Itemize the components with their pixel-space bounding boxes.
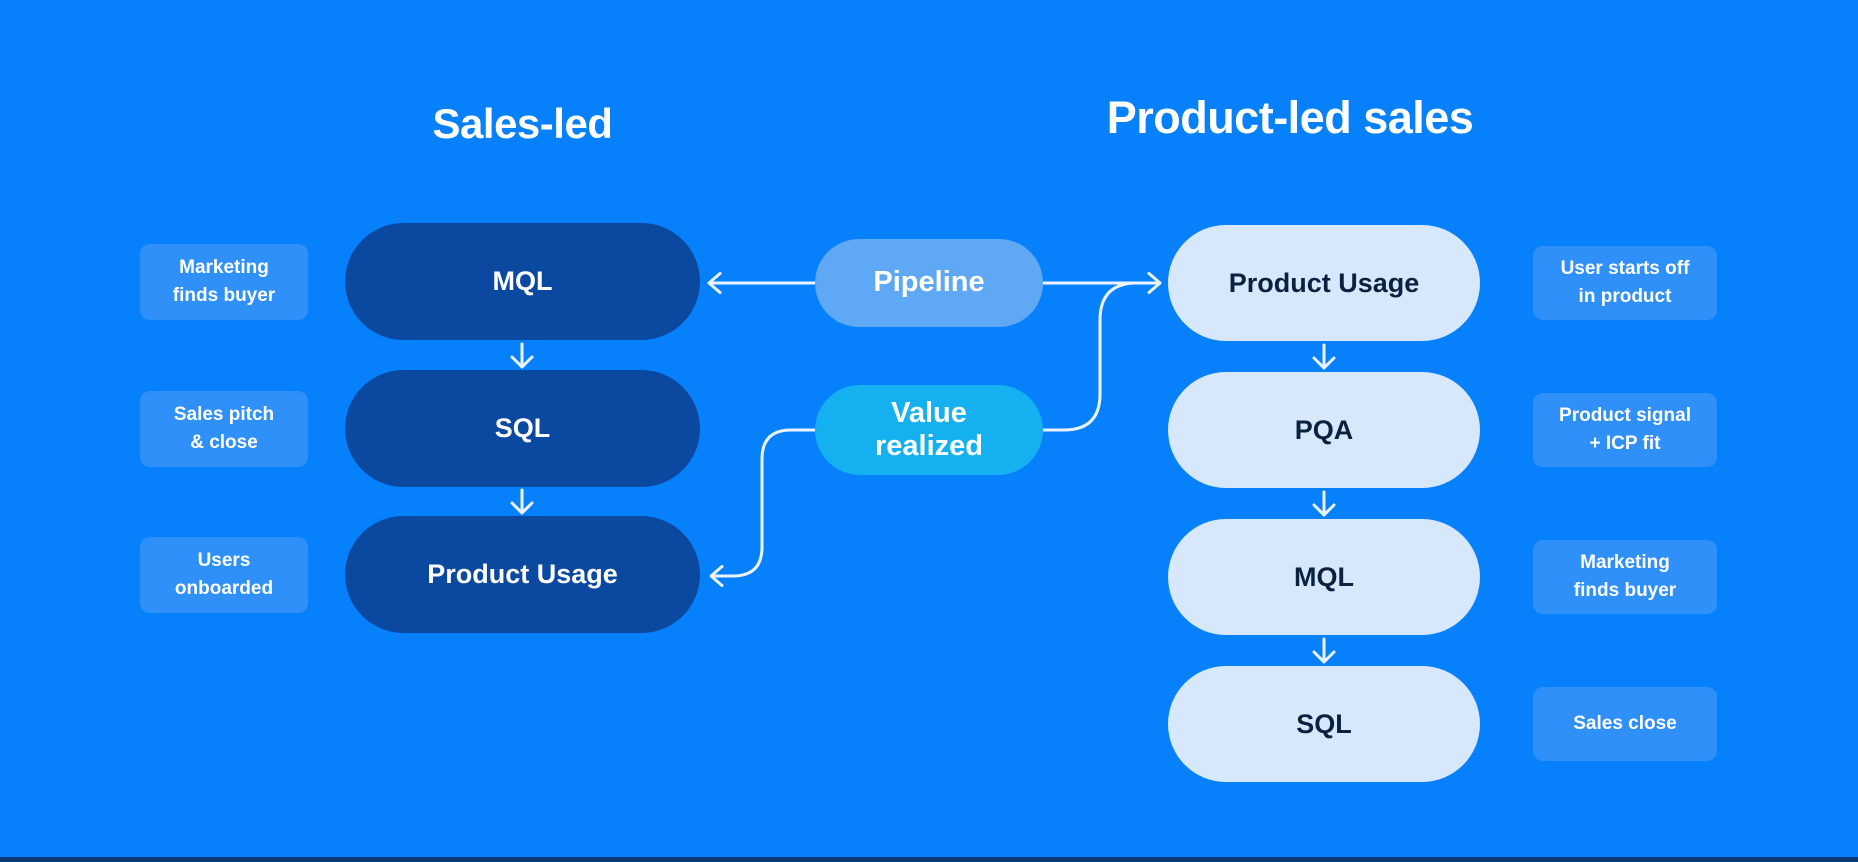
- arrow-pipeline-to-mql: [707, 272, 817, 294]
- note-chip-user-starts-in-product: User starts off in product: [1533, 246, 1717, 320]
- note-chip-users-onboarded: Users onboarded: [140, 537, 308, 613]
- stage-pill-pls-pqa: PQA: [1168, 372, 1480, 488]
- note-chip-product-signal-icp-fit: Product signal + ICP fit: [1533, 393, 1717, 467]
- value-realized-pill: Value realized: [815, 385, 1043, 475]
- connector-value-realized-to-product-usage: [1041, 281, 1139, 432]
- stage-pill-sales-mql: MQL: [345, 223, 700, 340]
- note-chip-marketing-finds-buyer: Marketing finds buyer: [140, 244, 308, 320]
- down-arrow-icon: [510, 342, 534, 369]
- bottom-edge-strip: [0, 857, 1858, 862]
- arrow-value-realized-to-sales-product-usage: [709, 428, 817, 587]
- stage-pill-pls-mql: MQL: [1168, 519, 1480, 635]
- note-chip-sales-pitch-close: Sales pitch & close: [140, 391, 308, 467]
- stage-pill-sales-sql: SQL: [345, 370, 700, 487]
- product-led-sales-title: Product-led sales: [1106, 92, 1474, 143]
- down-arrow-icon: [1312, 490, 1336, 517]
- down-arrow-icon: [1312, 637, 1336, 664]
- arrow-pipeline-to-product-usage: [1041, 272, 1162, 294]
- stage-pill-pls-sql: SQL: [1168, 666, 1480, 782]
- down-arrow-icon: [1312, 343, 1336, 370]
- note-chip-sales-close: Sales close: [1533, 687, 1717, 761]
- pipeline-pill: Pipeline: [815, 239, 1043, 327]
- stage-pill-pls-product-usage: Product Usage: [1168, 225, 1480, 341]
- note-chip-marketing-finds-buyer-right: Marketing finds buyer: [1533, 540, 1717, 614]
- stage-pill-sales-product-usage: Product Usage: [345, 516, 700, 633]
- sales-led-title: Sales-led: [432, 100, 613, 147]
- down-arrow-icon: [510, 488, 534, 515]
